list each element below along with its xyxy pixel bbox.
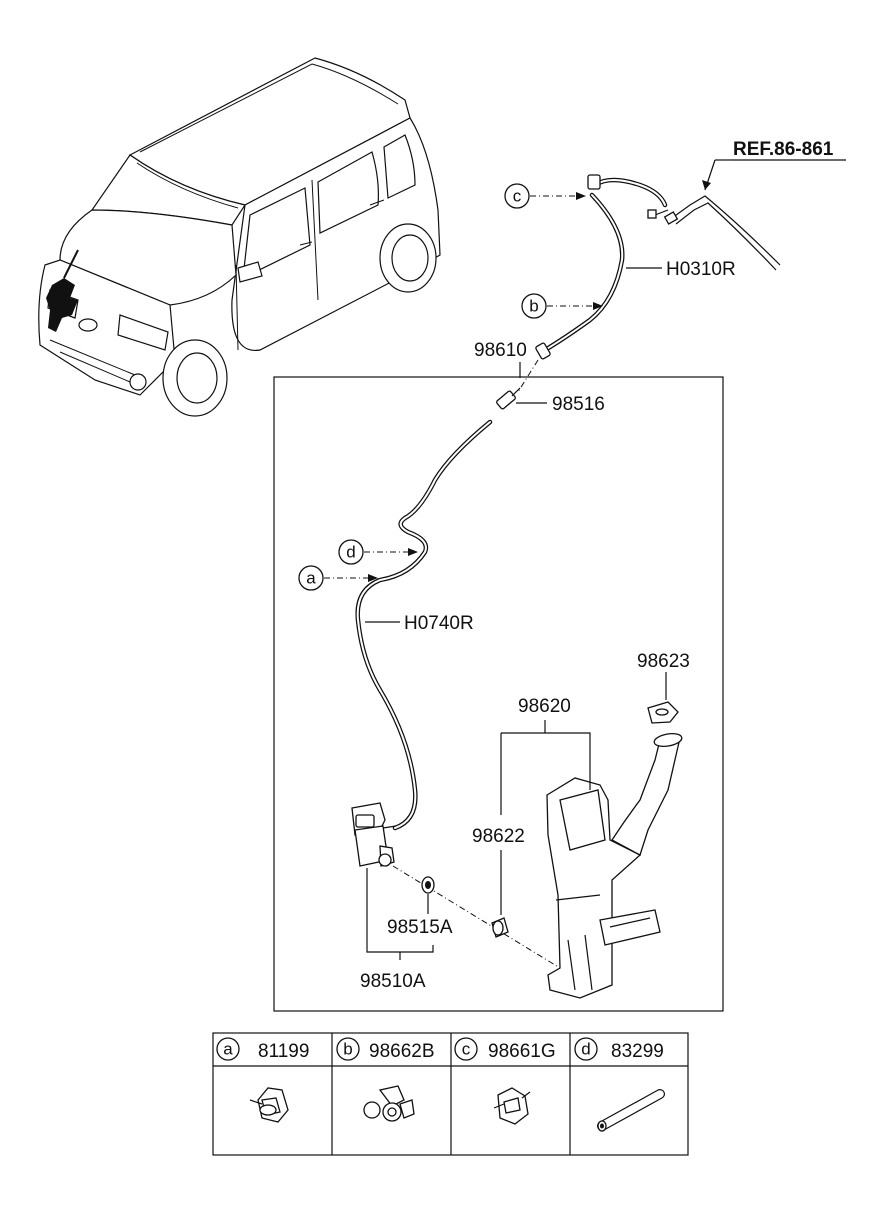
part-label-pump: 98510A: [360, 971, 426, 992]
legend-part-a: 81199: [258, 1041, 309, 1062]
part-label-hose-lower: H0740R: [404, 613, 474, 634]
callout-a-label: a: [306, 569, 316, 588]
clip-a-icon: [249, 1087, 289, 1123]
clip-c-icon: [493, 1087, 531, 1125]
hose-tube-icon: [597, 1089, 665, 1132]
clip-b-icon: [363, 1085, 415, 1122]
lower-hose: [355, 419, 493, 831]
vehicle-illustration: [38, 57, 441, 417]
part-label-nozzle-joint: 98516: [552, 394, 605, 415]
upper-hose: [535, 174, 781, 360]
assembly-frame: [273, 376, 724, 1012]
part-label-hose-upper: H0310R: [666, 259, 736, 280]
legend-key-a: a: [223, 1040, 233, 1059]
legend-part-c: 98661G: [488, 1041, 556, 1062]
reservoir-cap: [647, 701, 679, 724]
legend-key-c: c: [462, 1040, 471, 1059]
part-label-cap: 98623: [637, 651, 690, 672]
callout-b-label: b: [529, 297, 538, 316]
part-label-hose-assembly: 98610: [474, 340, 527, 361]
reference-label: REF.86-861: [733, 139, 834, 160]
legend-part-b: 98662B: [369, 1041, 435, 1062]
part-label-reservoir-grommet: 98622: [472, 826, 525, 847]
legend-table: a 81199 b 98662B c 98661G d 83299: [212, 1032, 689, 1156]
pump-grommet: [421, 876, 435, 894]
part-label-reservoir-assembly: 98620: [518, 696, 571, 717]
callout-d-label: d: [346, 543, 355, 562]
washer-reservoir: [546, 732, 683, 999]
legend-part-d: 83299: [611, 1041, 664, 1062]
reservoir-grommet: [491, 917, 509, 938]
legend-key-b: b: [343, 1040, 352, 1059]
nozzle-joint: [496, 387, 521, 410]
part-label-pump-grommet: 98515A: [387, 917, 453, 938]
callout-c-label: c: [513, 187, 522, 206]
washer-pump: [351, 802, 397, 867]
legend-key-d: d: [581, 1040, 590, 1059]
